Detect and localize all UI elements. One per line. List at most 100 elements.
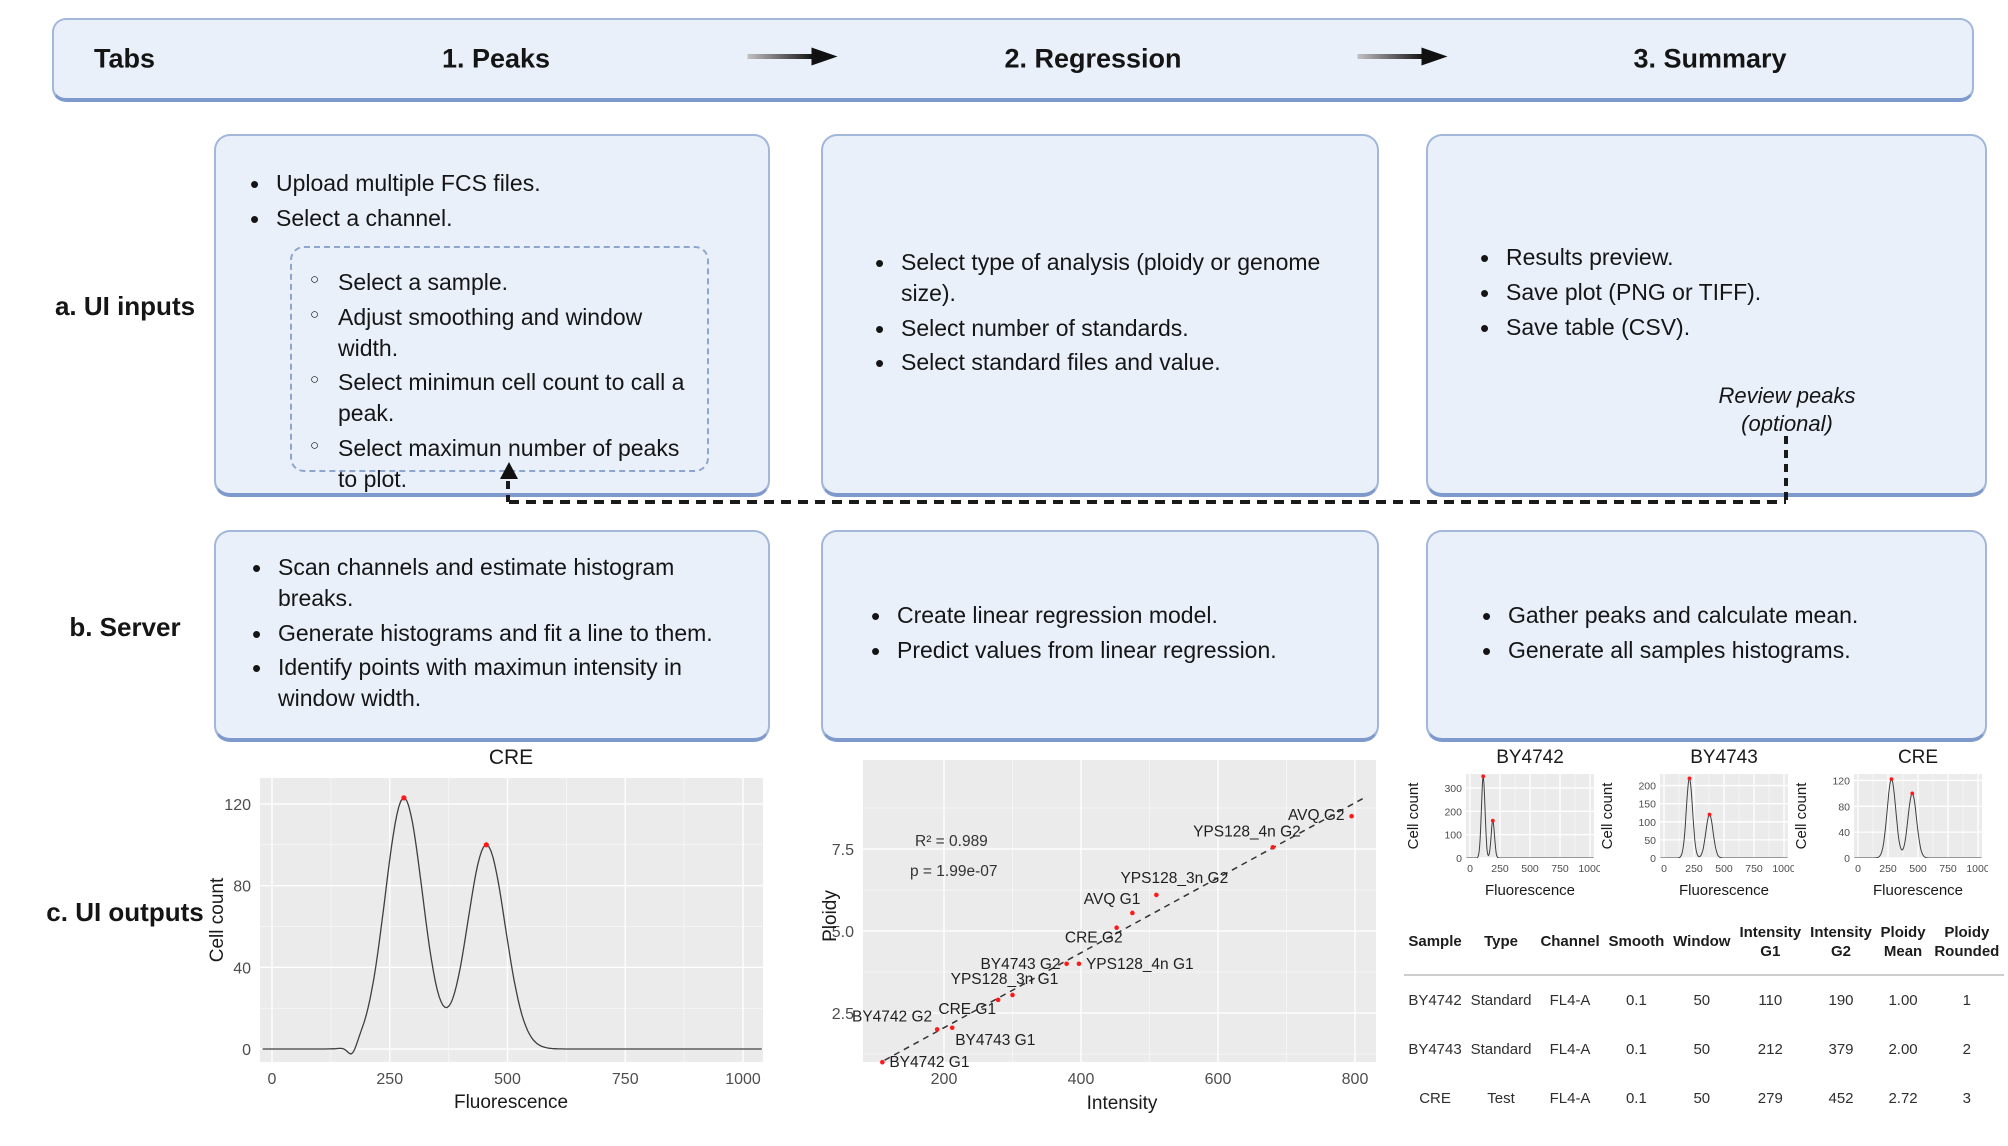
svg-text:400: 400 [1068,1071,1095,1088]
server-peaks-box: Scan channels and estimate histogram bre… [214,530,770,742]
svg-text:250: 250 [1685,863,1703,875]
bullet-item: Scan channels and estimate histogram bre… [244,551,742,614]
table-cell: 0.1 [1625,1040,1647,1058]
svg-text:0: 0 [1844,853,1850,865]
flow-arrow-icon [1355,46,1450,73]
bullet-item: Select maximun number of peaks to plot. [304,433,686,495]
svg-text:200: 200 [1444,806,1462,818]
svg-text:2.5: 2.5 [832,1006,854,1023]
table-cell: 50 [1693,1089,1711,1107]
svg-text:AVQ G2: AVQ G2 [1288,807,1345,824]
row-label-ui-outputs: c. UI outputs [46,897,204,927]
svg-text:200: 200 [931,1071,958,1088]
connector-dashed-line [506,481,510,502]
table-cell: 279 [1757,1089,1783,1107]
svg-text:Cell count: Cell count [1406,782,1422,850]
row-label-ui-inputs: a. UI inputs [54,291,196,321]
table-cell: 0.1 [1625,991,1647,1009]
svg-text:BY4743: BY4743 [1690,747,1758,768]
table-cell: BY4743 [1408,1040,1462,1058]
server-summary-list: Gather peaks and calculate mean.Generate… [1474,599,1964,670]
svg-text:Fluorescence: Fluorescence [1873,882,1963,899]
svg-text:AVQ G1: AVQ G1 [1084,891,1141,908]
bullet-item: Select minimun cell count to call a peak… [304,367,686,429]
svg-text:250: 250 [376,1071,403,1088]
svg-text:Fluorescence: Fluorescence [454,1092,568,1113]
svg-text:YPS128_4n G2: YPS128_4n G2 [1193,823,1301,840]
peak-options-dashed-box: Select a sample.Adjust smoothing and win… [290,246,709,492]
row-label-server: b. Server [69,612,181,642]
bullet-item: Adjust smoothing and window width. [304,302,686,364]
svg-text:80: 80 [1838,801,1850,813]
table-cell: 379 [1828,1040,1854,1058]
table-cell: CRE [1419,1089,1451,1107]
svg-text:0: 0 [1456,853,1462,865]
svg-text:500: 500 [1715,863,1733,875]
table-cell: 2.00 [1888,1040,1918,1058]
svg-text:0: 0 [268,1071,277,1088]
inputs-peaks-list: Upload multiple FCS files.Select a chann… [242,167,738,237]
table-cell: Standard [1470,1040,1532,1058]
table-cell: BY4742 [1408,991,1462,1009]
svg-text:BY4743 G2: BY4743 G2 [980,956,1060,973]
bullet-item: Generate all samples histograms. [1474,634,1964,669]
bullet-item: Save plot (PNG or TIFF). [1472,276,1942,311]
svg-text:CRE G1: CRE G1 [938,1001,996,1018]
svg-text:250: 250 [1879,863,1897,875]
svg-text:1000: 1000 [1578,863,1600,875]
connector-dashed-line [1784,436,1788,502]
bullet-item: Identify points with maximun intensity i… [244,651,742,714]
connector-arrow-up-icon [500,462,518,479]
inputs-summary-box: Results preview.Save plot (PNG or TIFF).… [1426,134,1987,497]
table-cell: 190 [1828,991,1854,1009]
review-peaks-note-line2: (optional) [1741,410,1833,436]
review-peaks-note-line1: Review peaks [1718,383,1856,408]
bullet-item: Upload multiple FCS files. [242,167,738,202]
inputs-summary-list: Results preview.Save plot (PNG or TIFF).… [1472,241,1942,346]
table-header-cell: Sample [1404,924,1467,976]
svg-text:p = 1.99e-07: p = 1.99e-07 [910,863,997,880]
table-cell: 1 [1962,991,1972,1009]
svg-text:1000: 1000 [1772,863,1794,875]
bullet-item: Select a channel. [242,202,738,237]
svg-text:120: 120 [1832,775,1850,787]
table-header-cell: Window [1668,924,1735,976]
svg-text:40: 40 [1838,827,1850,839]
bullet-item: Select number of standards. [867,312,1337,347]
svg-text:750: 750 [612,1071,639,1088]
tab-peaks: 1. Peaks [441,43,551,74]
svg-text:250: 250 [1491,863,1509,875]
bullet-item: Generate histograms and fit a line to th… [244,617,742,652]
svg-text:500: 500 [1909,863,1927,875]
svg-text:100: 100 [1638,817,1656,829]
svg-text:Intensity: Intensity [1087,1093,1158,1114]
svg-text:CRE: CRE [1898,747,1938,768]
svg-text:80: 80 [233,879,251,896]
bullet-item: Results preview. [1472,241,1942,276]
svg-text:500: 500 [1521,863,1539,875]
svg-text:Ploidy: Ploidy [822,890,841,942]
inputs-regression-list: Select type of analysis (ploidy or genom… [867,246,1337,382]
tab-summary: 3. Summary [1633,43,1787,74]
svg-text:YPS128_3n G1: YPS128_3n G1 [951,971,1059,988]
svg-text:5.0: 5.0 [832,924,854,941]
server-regression-list: Create linear regression model.Predict v… [863,599,1358,670]
svg-text:0: 0 [1661,863,1667,875]
svg-text:7.5: 7.5 [832,842,854,859]
table-cell: Standard [1470,991,1532,1009]
table-cell: FL4-A [1549,1040,1591,1058]
table-cell: 3 [1962,1089,1972,1107]
server-regression-box: Create linear regression model.Predict v… [821,530,1379,742]
svg-text:750: 750 [1939,863,1957,875]
flow-arrow-icon [745,46,840,73]
svg-text:Cell count: Cell count [207,877,228,962]
